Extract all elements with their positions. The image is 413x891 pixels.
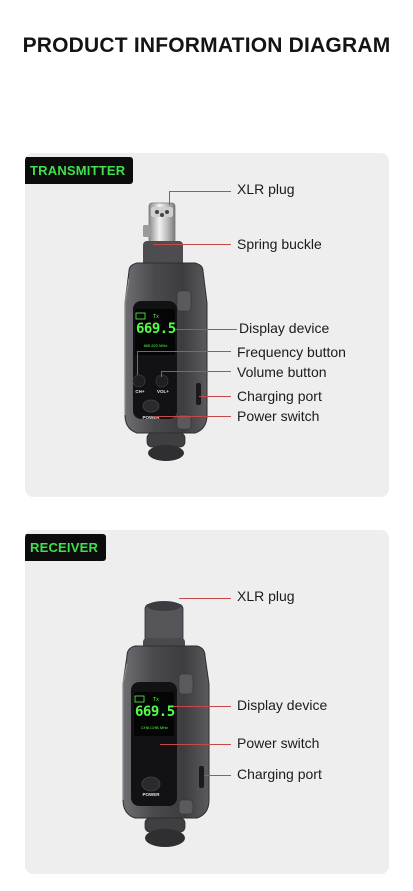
- transmitter-panel: TRANSMITTER: [25, 153, 389, 497]
- xlr-plug-graphic: [143, 601, 185, 652]
- spring-buckle-graphic: [143, 225, 151, 237]
- label-xlr-plug: XLR plug: [237, 181, 295, 197]
- ch-plus-button[interactable]: CH+: [135, 389, 145, 394]
- receiver-screen-frequency: 669.5: [135, 704, 175, 720]
- label-frequency-button: Frequency button: [237, 344, 346, 360]
- label-volume-button: Volume button: [237, 364, 327, 380]
- label-display-device: Display device: [239, 320, 330, 336]
- transmitter-screen-subtext: 865 822 MHz: [143, 343, 168, 348]
- receiver-screen-subtext: CHA CHB MHz: [140, 725, 169, 730]
- receiver-panel: RECEIVER Tx: [25, 530, 389, 874]
- label-power-switch: Power switch: [237, 408, 320, 424]
- receiver-label-display-device: Display device: [237, 697, 328, 713]
- xlr-plug-graphic: [143, 202, 176, 244]
- transmitter-badge: TRANSMITTER: [25, 157, 134, 184]
- page-title: PRODUCT INFORMATION DIAGRAM: [22, 34, 391, 57]
- power-button-label[interactable]: POWER: [142, 415, 160, 420]
- svg-text:Tx: Tx: [153, 697, 159, 703]
- receiver-power-button-label[interactable]: POWER: [142, 792, 160, 797]
- transmitter-device-illustration: Tx: [124, 202, 208, 461]
- label-charging-port: Charging port: [237, 388, 322, 404]
- receiver-label-power-switch: Power switch: [237, 735, 320, 751]
- vol-plus-button[interactable]: VOL+: [157, 389, 169, 394]
- label-spring-buckle: Spring buckle: [237, 236, 322, 252]
- receiver-badge: RECEIVER: [25, 534, 107, 561]
- receiver-label-xlr-plug: XLR plug: [237, 588, 295, 604]
- receiver-device-illustration: Tx: [122, 601, 210, 847]
- receiver-label-charging-port: Charging port: [237, 766, 322, 782]
- transmitter-screen-frequency: 669.5: [136, 321, 176, 337]
- svg-text:Tx: Tx: [153, 314, 159, 320]
